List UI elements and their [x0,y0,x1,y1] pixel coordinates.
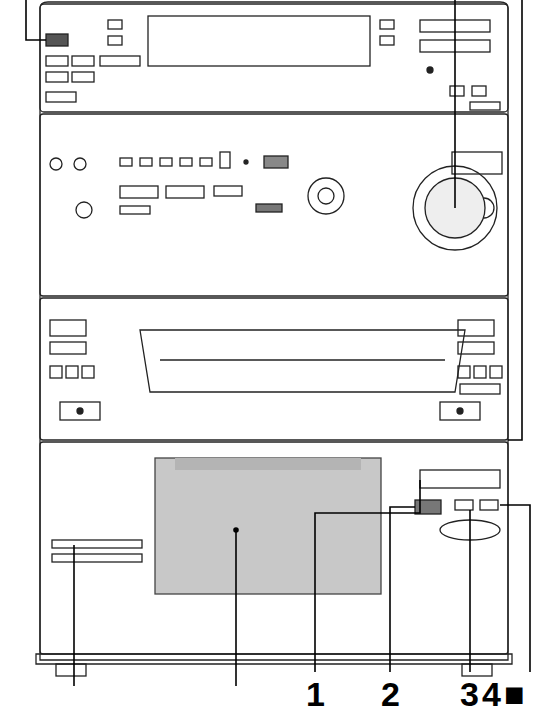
power-button [46,34,68,46]
cabinet-outline [40,2,508,660]
tuner-unit [40,4,508,112]
callout-number: 3 [459,677,480,711]
cassette-window [140,330,465,392]
leader-lines [26,0,530,686]
cassette-deck [40,298,508,440]
cd-buttons [52,470,500,562]
callout-number: 4 [481,677,502,711]
tuner-buttons [46,20,500,110]
callout-number: 1 [305,677,326,711]
callout-number: ■ [503,677,526,711]
foot [462,664,492,676]
display-window [148,16,370,66]
cassette-slot [160,359,445,360]
cd-tray-shade [175,458,361,470]
deck-buttons [50,320,502,420]
cd-tray [155,458,381,594]
cd-unit [40,442,508,654]
amplifier-unit [40,114,508,296]
callout-number: 2 [380,677,401,711]
foot [56,664,86,676]
base [36,654,512,664]
